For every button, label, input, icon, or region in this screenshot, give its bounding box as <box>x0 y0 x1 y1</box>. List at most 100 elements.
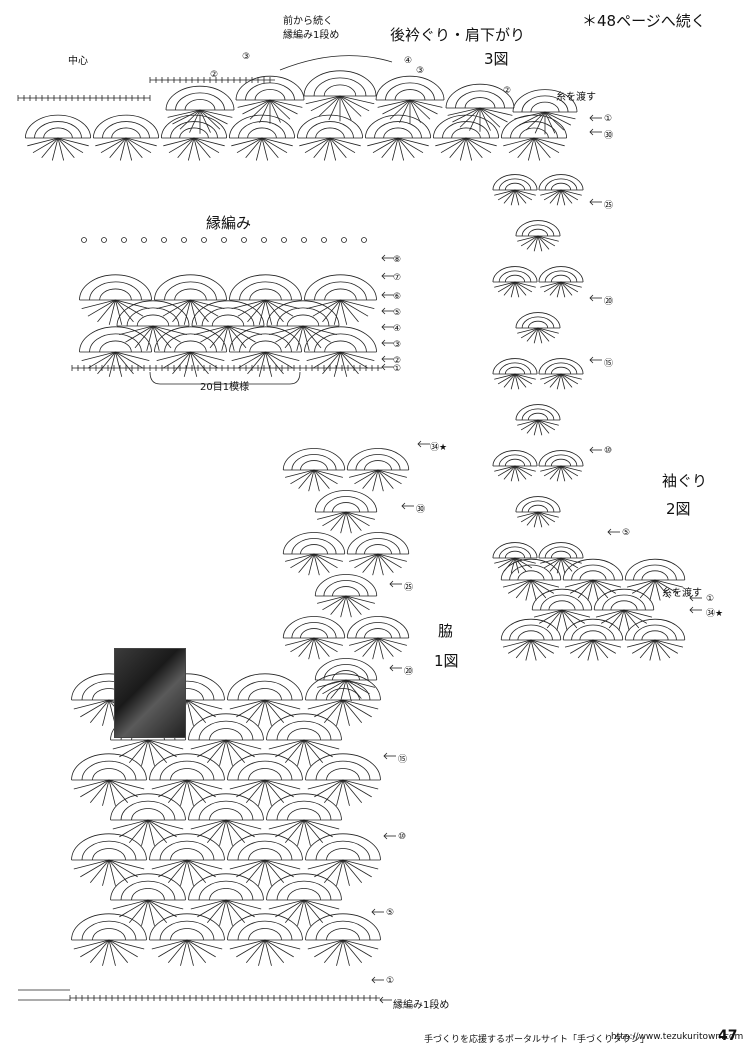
fan-arc <box>500 114 568 139</box>
fan-stitch <box>97 299 116 323</box>
fan-stitch <box>537 327 556 339</box>
fan-stitch <box>108 859 138 878</box>
fan-arc <box>332 502 360 513</box>
fan-arc <box>282 448 346 471</box>
fan-arc <box>492 174 538 191</box>
page-number: 47 <box>718 1028 738 1044</box>
fan-arc <box>442 121 490 139</box>
sleeve-row-20: ⑳ <box>604 297 614 307</box>
fan-stitch <box>340 595 347 618</box>
row-arrow-head <box>589 446 594 454</box>
fan-arc <box>43 127 73 139</box>
fan-stitch <box>312 299 341 317</box>
fan-stitch <box>225 739 233 766</box>
fan-stitch <box>313 637 343 646</box>
fan-arc <box>81 760 137 781</box>
fan-arc <box>492 542 538 559</box>
fan-arc <box>71 753 147 781</box>
fan-stitch <box>534 111 546 134</box>
fan-arc <box>527 228 549 237</box>
fan-stitch <box>342 939 350 966</box>
fan-stitch <box>329 137 347 159</box>
fan-stitch <box>187 137 195 161</box>
fan-arc <box>89 281 142 301</box>
fan-stitch <box>333 299 341 325</box>
fan-arc <box>527 320 549 329</box>
fan-stitch <box>168 137 195 154</box>
fan-stitch <box>560 373 566 390</box>
fan-arc <box>71 833 147 861</box>
fan-stitch <box>152 325 187 336</box>
edging-repeat-label: 20目1模様 <box>200 382 250 393</box>
side-row-34: ㉞★ <box>430 443 448 453</box>
fan-arc <box>314 574 378 597</box>
fan-arc <box>364 628 392 639</box>
fan-stitch <box>540 281 562 288</box>
fan-arc <box>92 114 160 139</box>
fan-arc <box>562 618 624 641</box>
fan-stitch <box>197 819 227 838</box>
fan-stitch <box>236 859 266 878</box>
fan-stitch <box>537 511 550 526</box>
fan-arc <box>326 688 360 701</box>
fan-stitch <box>514 465 520 482</box>
fan-stitch <box>377 637 384 660</box>
fan-stitch <box>236 699 266 718</box>
fan-arc <box>237 680 293 701</box>
fan-stitch <box>377 637 402 653</box>
fan-stitch <box>303 819 340 830</box>
fan-arc <box>579 630 607 641</box>
fan-arc <box>198 800 254 821</box>
fan-stitch <box>313 137 331 159</box>
fan-stitch <box>206 739 227 763</box>
fan-stitch <box>345 595 375 604</box>
yarn-swatch-photo <box>114 648 186 738</box>
fan-stitch <box>525 579 532 601</box>
fan-stitch <box>649 639 656 661</box>
fan-stitch <box>592 639 622 648</box>
picot <box>141 237 147 243</box>
fan-arc <box>323 580 369 597</box>
fan-arc <box>519 127 549 139</box>
fan-stitch <box>377 469 384 492</box>
fan-stitch <box>313 637 338 653</box>
fan-stitch <box>537 419 543 436</box>
fan-stitch <box>377 637 394 657</box>
fan-stitch <box>342 859 350 886</box>
fan-stitch <box>108 299 116 325</box>
fan-stitch <box>57 137 75 159</box>
fan-arc <box>174 288 207 301</box>
fan-stitch <box>308 637 315 660</box>
yarn-pass-top-label: 糸を渡す <box>556 92 596 103</box>
fan-arc <box>530 101 560 113</box>
fan-arc <box>170 928 204 941</box>
fan-arc <box>248 848 282 861</box>
fan-stitch <box>269 99 298 115</box>
fan-stitch <box>147 899 184 910</box>
fan-stitch <box>340 351 359 375</box>
row-arrow-head <box>381 339 386 347</box>
fan-arc <box>110 873 186 901</box>
row-marker: ③ <box>242 52 251 62</box>
fan-stitch <box>323 699 344 723</box>
fan-stitch <box>526 511 539 526</box>
fan-stitch <box>342 779 379 790</box>
fan-stitch <box>303 739 311 766</box>
fan-stitch <box>102 779 110 806</box>
fan-stitch <box>258 699 266 726</box>
row-marker: ③ <box>416 66 425 76</box>
fan-stitch <box>313 469 330 489</box>
fan-stitch <box>237 351 266 369</box>
fan-stitch <box>177 137 195 159</box>
footer-url[interactable]: http://www.tezukuritown.com <box>611 1032 744 1042</box>
row-arrow-head <box>401 502 406 510</box>
fan-stitch <box>265 299 300 310</box>
fan-stitch <box>275 819 305 838</box>
fan-stitch <box>190 299 219 317</box>
fan-stitch <box>322 351 341 375</box>
row-arrow-head <box>371 908 376 916</box>
fan-stitch <box>556 281 562 298</box>
fan-stitch <box>186 779 223 790</box>
fan-stitch <box>206 899 227 923</box>
fan-stitch <box>514 373 533 385</box>
